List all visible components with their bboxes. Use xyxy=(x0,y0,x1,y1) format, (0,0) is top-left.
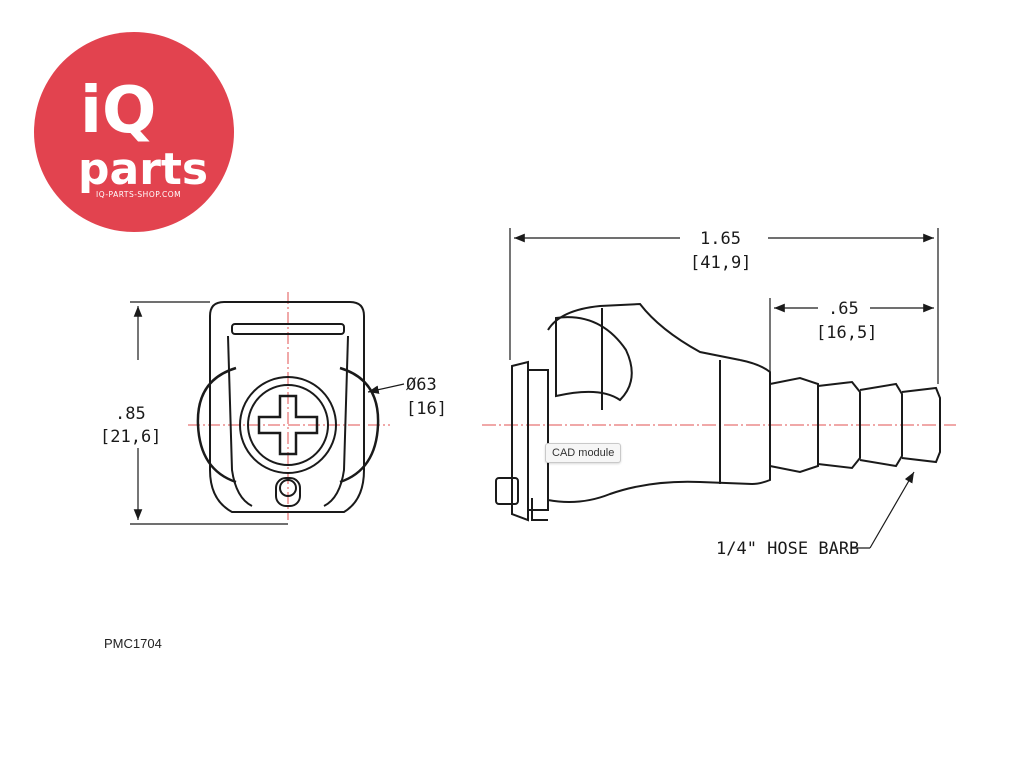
side-barb-ring-2 xyxy=(859,382,903,468)
side-housing-top xyxy=(547,302,741,361)
diameter-mm: [16] xyxy=(406,399,447,419)
front-top-slot xyxy=(231,323,345,335)
side-view xyxy=(495,302,941,522)
side-barb-dimension xyxy=(769,298,934,372)
side-latch-bracket xyxy=(531,498,548,521)
logo-circle xyxy=(34,32,234,232)
side-length-dimension xyxy=(509,228,939,384)
side-barb-ring-1 xyxy=(817,380,861,470)
side-latch-button xyxy=(495,477,519,505)
logo-url: IQ-PARTS-SHOP.COM xyxy=(96,190,181,199)
front-height-in: .85 xyxy=(115,404,146,424)
length-mm: [41,9] xyxy=(690,253,751,273)
part-number: PMC1704 xyxy=(104,636,162,651)
front-valve-outer xyxy=(239,376,337,474)
front-latch-knob xyxy=(279,479,297,497)
front-valve-inner xyxy=(247,384,329,466)
barb-mm: [16,5] xyxy=(816,323,877,343)
logo-brand-sub: parts xyxy=(78,144,208,195)
logo-brand-main: iQ xyxy=(80,74,156,148)
front-inner-right xyxy=(323,335,349,507)
barb-in: .65 xyxy=(828,299,859,319)
diameter-in: Ø63 xyxy=(406,375,437,395)
length-in: 1.65 xyxy=(700,229,741,249)
cad-module-tooltip[interactable]: CAD module xyxy=(545,443,622,463)
diameter-leader xyxy=(367,383,405,394)
front-body-outline xyxy=(209,301,365,513)
front-cross-key xyxy=(257,394,319,456)
front-view xyxy=(188,292,390,520)
side-body-bottom xyxy=(547,396,753,503)
side-barb-neck xyxy=(769,376,819,474)
side-latch-cap xyxy=(555,316,633,402)
iq-parts-logo: iQ parts IQ-PARTS-SHOP.COM xyxy=(34,32,234,232)
side-barb-tip xyxy=(901,386,941,464)
front-latch-button xyxy=(275,477,301,507)
front-left-clip xyxy=(196,366,237,484)
hose-barb-note: 1/4" HOSE BARB xyxy=(716,539,859,559)
front-inner-left xyxy=(227,335,253,507)
side-body-collar xyxy=(739,359,771,485)
front-right-clip xyxy=(339,366,380,484)
side-flange-step xyxy=(528,369,549,511)
hose-barb-leader xyxy=(852,471,915,549)
front-height-dimension xyxy=(130,301,288,525)
front-height-mm: [21,6] xyxy=(100,427,161,447)
side-front-flange xyxy=(511,360,529,522)
